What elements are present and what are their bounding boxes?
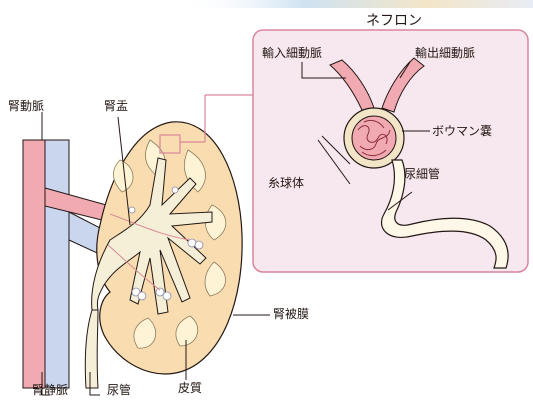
cortex-label: 皮質 [178, 382, 202, 394]
renal-capsule-label: 腎被膜 [273, 308, 309, 320]
renal-artery-shape [23, 140, 45, 388]
efferent-arteriole-label: 輸出細動脈 [415, 47, 475, 59]
glomerulus-label: 糸球体 [268, 177, 304, 189]
afferent-arteriole-label: 輸入細動脈 [262, 47, 322, 59]
renal-tubule-label: 尿細管 [404, 168, 440, 180]
decorative-strip [180, 0, 533, 8]
ureter-shape [85, 310, 98, 388]
renal-pelvis-label: 腎盂 [104, 100, 128, 112]
renal-vein-label: 腎静脈 [32, 384, 68, 396]
renal-artery-label: 腎動脈 [8, 100, 44, 112]
ureter-label: 尿管 [107, 384, 131, 396]
bowman-capsule-label: ボウマン嚢 [432, 125, 492, 137]
bowman-capsule-shape [344, 108, 404, 168]
nephron-title: ネフロン [366, 14, 422, 28]
